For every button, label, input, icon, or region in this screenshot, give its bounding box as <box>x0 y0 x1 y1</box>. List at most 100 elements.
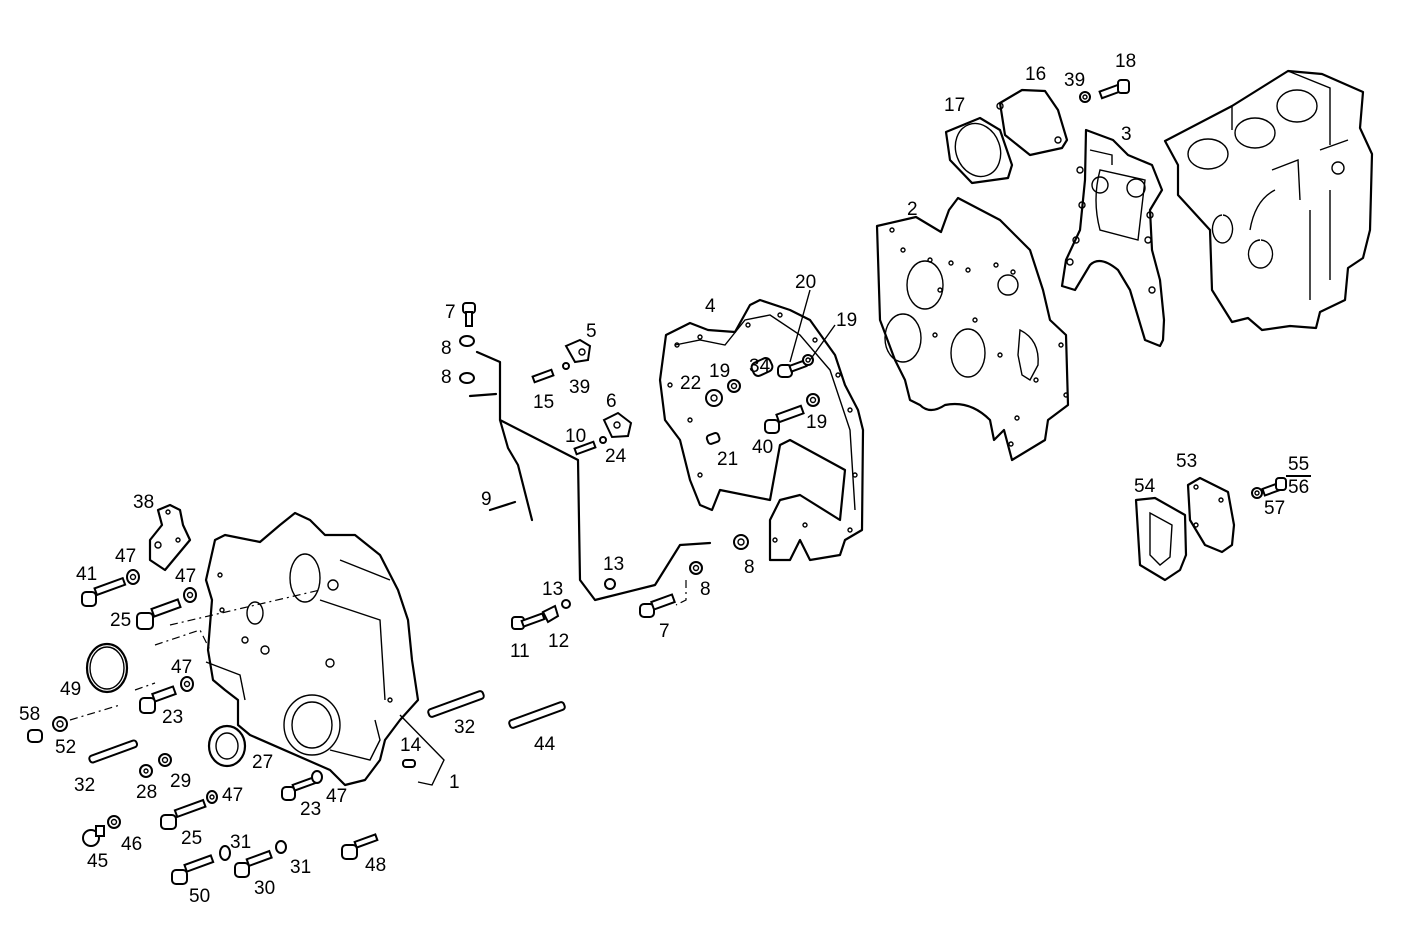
part-5-fitting <box>564 338 592 364</box>
part-13-washer-a <box>561 599 571 609</box>
callout-label-l19c: 19 <box>806 412 828 433</box>
part-47-washer-e <box>311 770 323 784</box>
part-8-washer-b <box>459 372 475 384</box>
part-12-clip <box>541 604 560 624</box>
part-14-dowel <box>402 759 416 768</box>
callout-label-l47a: 47 <box>115 546 137 567</box>
callout-label-l45: 45 <box>87 851 109 872</box>
callout-label-l1: 1 <box>449 772 460 793</box>
callout-label-l48: 48 <box>365 855 387 876</box>
part-25-bolt-a <box>136 598 182 630</box>
part-7-bolt-top <box>462 302 476 327</box>
part-31-washer-a <box>219 845 231 861</box>
alignment-line <box>69 589 321 721</box>
fraction-denominator: 56 <box>1288 477 1310 498</box>
part-32-stud-right <box>427 690 485 718</box>
callout-label-l57: 57 <box>1264 498 1286 519</box>
callout-label-l8b: 8 <box>441 367 452 388</box>
callout-label-l13b: 13 <box>603 554 625 575</box>
callout-label-l24: 24 <box>605 446 627 467</box>
callout-label-l21: 21 <box>717 449 739 470</box>
callout-label-l18: 18 <box>1115 51 1137 72</box>
part-19-washer-b <box>802 354 814 366</box>
part-23-bolt-a <box>139 685 177 714</box>
callout-label-l7b: 7 <box>659 621 670 642</box>
part-23-bolt-b <box>281 776 317 801</box>
part-15-screw <box>531 368 555 384</box>
callout-label-l19b: 19 <box>836 310 858 331</box>
callout-label-l4: 4 <box>705 296 716 317</box>
callout-label-l20: 20 <box>795 272 817 293</box>
part-4-plate <box>658 298 865 562</box>
part-20-bolt <box>777 359 808 378</box>
callout-label-l47b: 47 <box>175 566 197 587</box>
part-57-washer <box>1251 487 1263 499</box>
callout-label-l29: 29 <box>170 771 192 792</box>
part-6-fitting <box>602 411 633 439</box>
part-28-nut <box>139 764 153 778</box>
callout-label-l7a: 7 <box>445 302 456 323</box>
callout-label-l32a: 32 <box>454 717 476 738</box>
fraction-numerator: 55 <box>1286 454 1312 477</box>
callout-label-l38: 38 <box>133 492 155 513</box>
part-38-bracket <box>148 503 192 572</box>
callout-label-l19a: 19 <box>709 361 731 382</box>
part-39-washer-mid <box>562 362 570 370</box>
callout-label-l2: 2 <box>907 199 918 220</box>
part-24-washer <box>599 436 607 444</box>
callout-label-l13a: 13 <box>542 579 564 600</box>
part-8-washer-d <box>733 534 749 550</box>
part-9-pipe <box>468 350 712 602</box>
callout-label-l5: 5 <box>586 321 597 342</box>
callout-label-l9: 9 <box>481 489 492 510</box>
callout-label-l28: 28 <box>136 782 158 803</box>
callout-label-55-56: 55 56 <box>1286 454 1312 498</box>
callout-label-l47c: 47 <box>171 657 193 678</box>
part-39-washer-top <box>1079 91 1091 103</box>
callout-label-l8c: 8 <box>700 579 711 600</box>
callout-label-l22: 22 <box>680 373 702 394</box>
part-53-cover <box>1186 476 1236 554</box>
callout-label-l30: 30 <box>254 878 276 899</box>
part-10-screw <box>573 440 597 456</box>
part-48-bolt <box>341 833 379 860</box>
part-40-bolt <box>764 404 805 434</box>
part-47-washer-d <box>206 790 218 804</box>
callout-label-l50: 50 <box>189 886 211 907</box>
part-11-bolt <box>511 612 546 630</box>
part-52-washer <box>52 716 68 732</box>
part-47-washer-c <box>180 676 194 692</box>
callout-label-l52: 52 <box>55 737 77 758</box>
part-31-washer-b <box>275 840 287 854</box>
callout-label-l10: 10 <box>565 426 587 447</box>
callout-label-l46: 46 <box>121 834 143 855</box>
part-7-bolt-bottom <box>639 593 676 618</box>
callout-label-l40: 40 <box>752 437 774 458</box>
part-44-stud <box>508 701 566 729</box>
callout-label-l12: 12 <box>548 631 570 652</box>
callout-label-l15: 15 <box>533 392 555 413</box>
part-55-56-bolt <box>1261 477 1287 497</box>
part-32-stud-left <box>88 739 139 764</box>
callout-label-l58: 58 <box>19 704 41 725</box>
callout-label-l39a: 39 <box>569 377 591 398</box>
part-29-washer <box>158 753 172 767</box>
callout-label-l8d: 8 <box>744 557 755 578</box>
callout-label-l16: 16 <box>1025 64 1047 85</box>
part-8-washer-a <box>459 335 475 347</box>
callout-label-l3: 3 <box>1121 124 1132 145</box>
part-30-bolt <box>234 849 273 878</box>
callout-label-l23b: 23 <box>300 799 322 820</box>
part-49-oring <box>85 642 129 694</box>
part-13-washer-b <box>604 578 616 590</box>
part-27-seal <box>207 724 247 768</box>
part-58-plug <box>27 729 43 743</box>
part-21-pin <box>705 432 721 445</box>
callout-label-l53: 53 <box>1176 451 1198 472</box>
callout-label-l27: 27 <box>252 752 274 773</box>
callout-label-l14: 14 <box>400 735 422 756</box>
callout-label-l47e: 47 <box>326 786 348 807</box>
callout-label-l23a: 23 <box>162 707 184 728</box>
part-2-plate <box>875 196 1070 462</box>
part-22-nut <box>705 389 723 407</box>
